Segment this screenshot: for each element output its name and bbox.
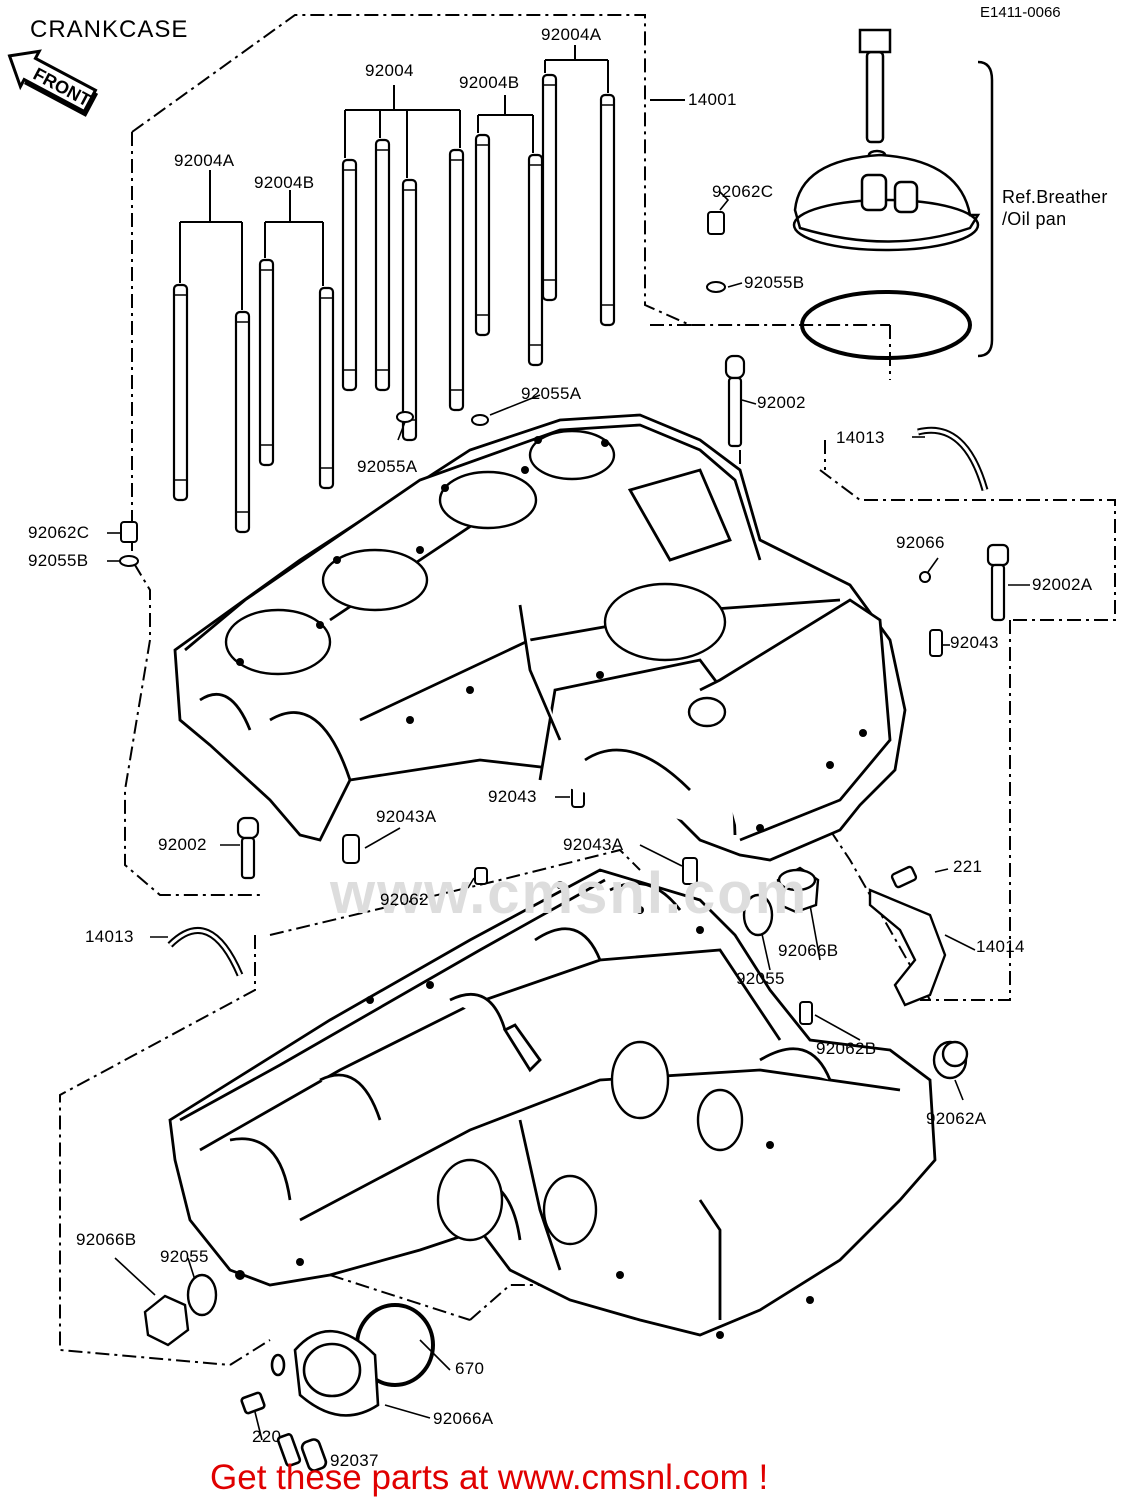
lower-crankcase <box>168 868 937 1337</box>
label-14001: 14001 <box>688 90 737 109</box>
label-92043A-left: 92043A <box>376 807 437 826</box>
breather-bracket <box>977 60 994 358</box>
label-92066A: 92066A <box>433 1409 494 1428</box>
label-14013-top: 14013 <box>836 428 885 447</box>
label-92043-mid: 92043 <box>488 787 537 806</box>
label-92055B-left: 92055B <box>28 551 89 570</box>
lower-case-bores <box>436 1040 744 1246</box>
label-92002-left: 92002 <box>158 835 207 854</box>
bolt-92002-left <box>236 816 260 880</box>
label-92002A: 92002A <box>1032 575 1093 594</box>
label-92055-left: 92055 <box>160 1247 209 1266</box>
label-92043: 92043 <box>950 633 999 652</box>
label-92004A-left: 92004A <box>174 151 235 170</box>
label-92037: 92037 <box>330 1451 379 1470</box>
plug-92062A <box>932 1040 969 1080</box>
diagram-code: E1411-0066 <box>980 4 1061 21</box>
label-92066B-left: 92066B <box>76 1230 137 1249</box>
cover-670 <box>240 1303 435 1472</box>
lower-case-holes <box>235 881 814 1339</box>
stud-threads <box>174 84 614 513</box>
label-92062B: 92062B <box>816 1039 877 1058</box>
small-parts <box>119 211 943 1025</box>
label-92066: 92066 <box>896 533 945 552</box>
leader-lines <box>107 191 1030 1461</box>
label-220: 220 <box>252 1427 282 1446</box>
bolt-92002-top <box>724 354 746 448</box>
label-92004: 92004 <box>365 61 414 80</box>
stud-brackets <box>179 45 685 310</box>
studs <box>172 73 616 534</box>
page-title: CRANKCASE <box>30 16 189 43</box>
label-92002-top: 92002 <box>757 393 806 412</box>
cylinder-bores <box>224 429 727 728</box>
label-92004B-left: 92004B <box>254 173 315 192</box>
drain-plug-right <box>742 866 820 937</box>
drain-plug-left <box>143 1273 218 1347</box>
label-92055A-mid: 92055A <box>357 457 418 476</box>
label-92043A-right: 92043A <box>563 835 624 854</box>
label-92055-right: 92055 <box>736 969 785 988</box>
front-arrow: FRONT <box>7 49 99 117</box>
bolt-92002A <box>986 543 1010 622</box>
label-92004B-top: 92004B <box>459 73 520 92</box>
plate-14014 <box>868 865 947 1007</box>
label-92062C-top: 92062C <box>712 182 774 201</box>
breather-cover <box>792 28 981 360</box>
label-92066B-right: 92066B <box>778 941 839 960</box>
label-92062C-left: 92062C <box>28 523 90 542</box>
label-92055A-top: 92055A <box>521 384 582 403</box>
label-221: 221 <box>953 857 983 876</box>
watermark: www.cmsnl.com <box>330 861 809 926</box>
label-14013-left: 14013 <box>85 927 134 946</box>
label-92062A: 92062A <box>926 1109 987 1128</box>
case-bolt-holes <box>236 436 867 832</box>
reference-lines <box>59 14 1116 1366</box>
label-670: 670 <box>455 1359 485 1378</box>
label-ref-oil-pan: /Oil pan <box>1002 209 1067 229</box>
footer-link[interactable]: Get these parts at www.cmsnl.com ! <box>210 1458 769 1497</box>
label-ref-breather: Ref.Breather <box>1002 187 1108 207</box>
label-92055B-top: 92055B <box>744 273 805 292</box>
label-92062: 92062 <box>380 890 429 909</box>
label-92004A-top: 92004A <box>541 25 602 44</box>
label-14014: 14014 <box>976 937 1025 956</box>
